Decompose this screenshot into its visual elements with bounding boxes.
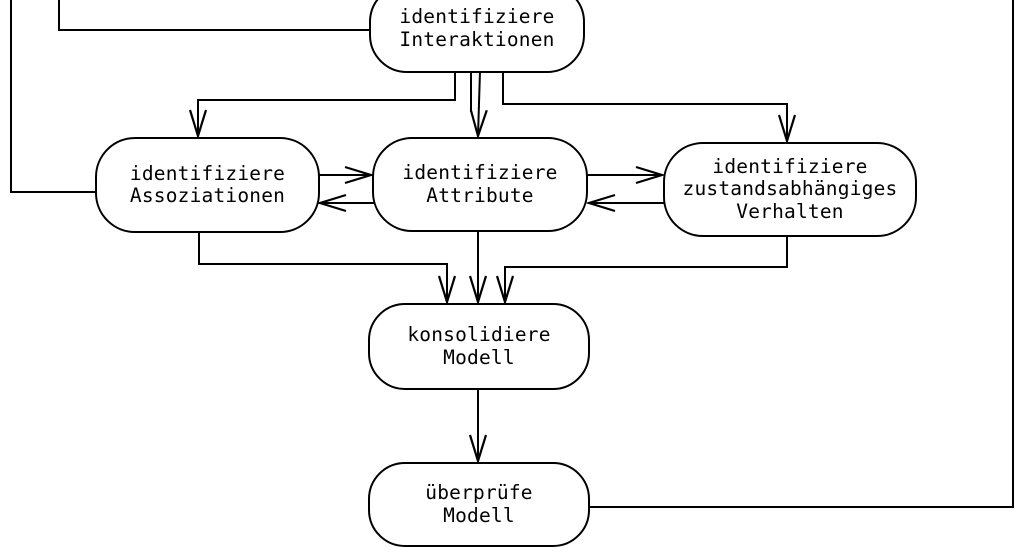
node-label-line: zustandsabhängiges — [682, 177, 898, 201]
node-label-line: identifiziere — [129, 161, 286, 185]
edge-verhalten-to-konsolidiere-arrowhead — [495, 275, 515, 306]
edge-offscreen-top-to-assoziationen — [10, 0, 96, 193]
node-konsolidiere-modell: konsolidiere Modell — [368, 303, 590, 390]
edge-offscreen-top-to-interaktionen — [58, 0, 369, 31]
node-label-line: Modell — [443, 503, 515, 527]
edge-verhalten-to-attribute-arrowhead — [585, 193, 616, 213]
node-identifiziere-assoziationen: identifiziere Assoziationen — [95, 137, 320, 233]
edge-verhalten-to-konsolidiere — [504, 235, 788, 302]
edge-interaktionen-to-verhalten — [502, 71, 788, 141]
edge-assoziationen-to-konsolidiere — [198, 231, 448, 302]
edge-ueberpruefe-to-offscreen-top-right — [589, 0, 1014, 508]
edge-assoziationen-to-attribute-arrowhead — [344, 165, 375, 185]
node-label-line: konsolidiere — [407, 323, 551, 346]
edge-interaktionen-to-assoziationen — [197, 71, 456, 136]
node-identifiziere-zustandsabhaengiges-verhalten: identifiziere zustandsabhängiges Verhalt… — [663, 142, 917, 237]
edge-interaktionen-to-attribute-arrowhead — [469, 109, 488, 140]
node-identifiziere-interaktionen: identifiziere Interaktionen — [369, 0, 585, 73]
edge-konsolidiere-to-ueberpruefe-arrowhead — [468, 434, 488, 465]
edge-attribute-to-verhalten-arrowhead — [635, 165, 666, 185]
edge-assoziationen-to-konsolidiere-arrowhead — [437, 275, 457, 306]
node-label-line: Interaktionen — [399, 27, 555, 51]
node-label-line: überprüfe — [425, 481, 533, 504]
node-ueberpruefe-modell: überprüfe Modell — [368, 462, 590, 547]
edge-attribute-to-konsolidiere-arrowhead — [468, 275, 488, 306]
node-label-line: identifiziere — [402, 161, 558, 184]
node-label-line: Assoziationen — [129, 184, 286, 207]
node-label-line: identifiziere — [712, 154, 868, 178]
node-label-line: Attribute — [426, 183, 534, 207]
edge-interaktionen-to-verhalten-arrowhead — [777, 114, 797, 145]
edge-interaktionen-to-assoziationen-arrowhead — [188, 109, 208, 140]
node-label-line: Modell — [443, 345, 515, 369]
edge-attribute-to-assoziationen-arrowhead — [316, 193, 347, 213]
edge-interaktionen-to-attribute — [477, 70, 481, 137]
node-label-line: identifiziere — [399, 5, 555, 28]
node-label-line: Verhalten — [736, 199, 844, 223]
node-identifiziere-attribute: identifiziere Attribute — [372, 137, 588, 232]
